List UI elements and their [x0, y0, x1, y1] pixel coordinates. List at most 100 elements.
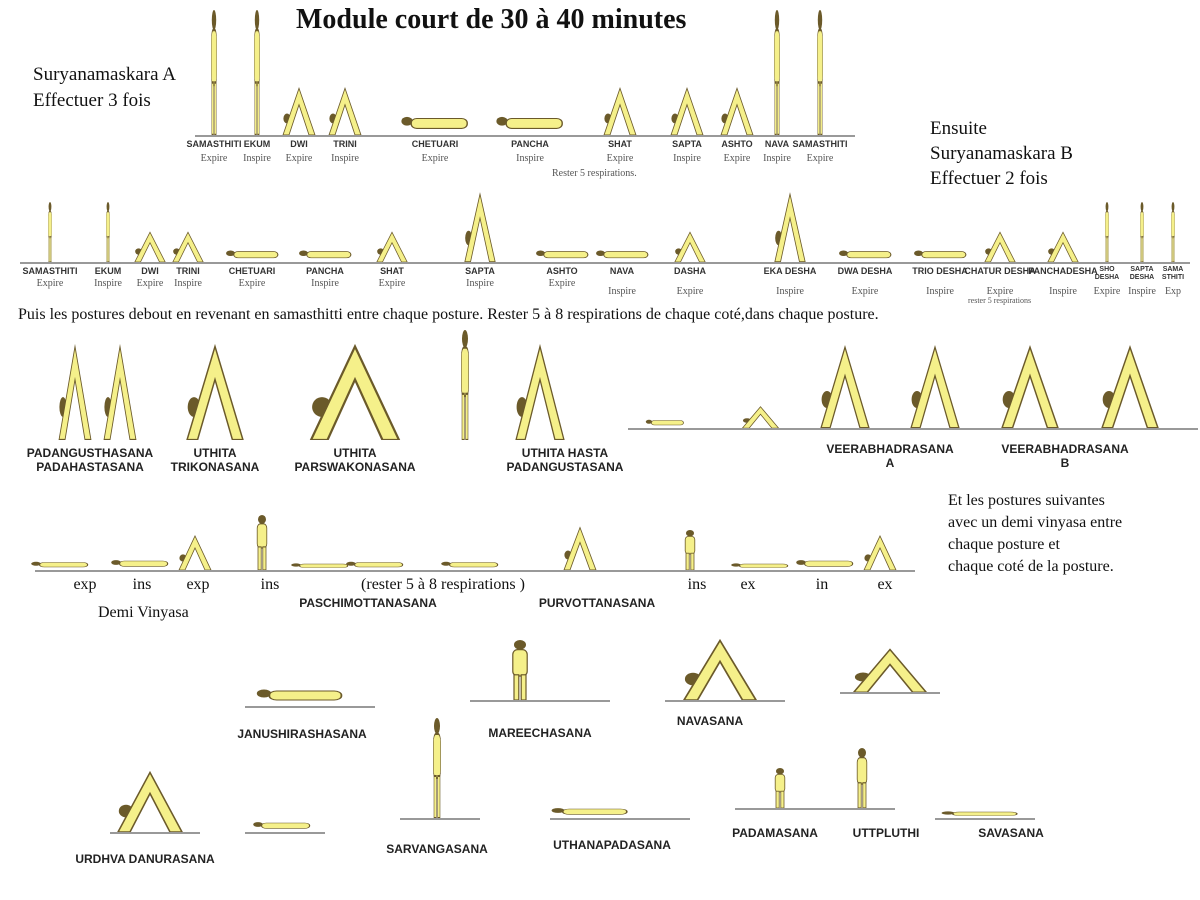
figure-shape — [309, 343, 401, 442]
ground-line — [245, 832, 325, 834]
yoga-figure — [55, 330, 95, 442]
figure-shape — [31, 561, 89, 568]
breath-label: in — [815, 576, 829, 593]
figure-shape — [282, 86, 316, 136]
breath-label: Inspire — [926, 286, 954, 297]
pose-label: UTHITA — [193, 446, 237, 460]
breath-label: ins — [687, 576, 707, 593]
figure-shape — [535, 250, 588, 259]
breath-label: Expire — [606, 153, 634, 164]
figure-shape — [984, 231, 1016, 263]
pose-label: SARVANGASANA — [386, 842, 488, 856]
pose-label: EKUM — [243, 139, 271, 149]
yoga-figure — [671, 227, 709, 263]
breath-label: Expire — [200, 153, 228, 164]
pose-label: SAPTA — [672, 139, 702, 149]
ground-line — [400, 818, 480, 820]
sun-b-heading: Ensuite Suryanamaskara B Effectuer 2 foi… — [930, 116, 1073, 191]
figure-shape — [1171, 202, 1175, 263]
pose-label: UTHANAPADASANA — [553, 838, 671, 852]
yoga-figure — [760, 768, 800, 809]
ground-line — [935, 818, 1035, 820]
figure-shape — [461, 330, 469, 442]
pose-label: MAREECHASANA — [488, 726, 592, 740]
yoga-figure — [1044, 227, 1082, 263]
pose-label: EKUM — [94, 266, 122, 276]
breath-label: Exp — [1164, 286, 1182, 297]
pose-label: VEERABHADRASANA — [1001, 442, 1129, 456]
yoga-figure — [809, 10, 831, 137]
figure-shape — [682, 638, 758, 701]
yoga-figure — [815, 333, 875, 429]
pose-label: NAVA — [609, 266, 635, 276]
yoga-figure — [860, 530, 900, 571]
yoga-figure — [795, 540, 855, 570]
figure-shape — [731, 563, 789, 568]
pose-label: SAMASTHITI — [22, 266, 78, 276]
breath-label: Expire — [548, 278, 576, 289]
yoga-figure — [981, 227, 1019, 263]
pose-label: PADANGUSTHASANA — [26, 446, 154, 460]
figure-shape — [346, 561, 404, 568]
breath-label: Inspire — [1049, 286, 1077, 297]
pose-label: SAVASANA — [978, 826, 1044, 840]
yoga-figure — [730, 550, 790, 570]
yoga-figure — [766, 10, 788, 137]
figure-shape — [433, 718, 441, 819]
figure-shape — [551, 808, 628, 815]
pose-label: CHETUARI — [411, 139, 459, 149]
breath-label: Expire — [806, 153, 834, 164]
ground-line — [835, 808, 895, 810]
figure-shape — [774, 10, 780, 137]
figure-shape — [211, 10, 217, 137]
breath-label: Expire — [723, 153, 751, 164]
seated-intro: Et les postures suivantes avec un demi v… — [948, 490, 1122, 578]
figure-shape — [291, 563, 349, 568]
pose-label: DWI — [290, 139, 308, 149]
breath-label: Inspire — [1128, 286, 1156, 297]
pose-label: UTHITA — [333, 446, 377, 460]
yoga-figure — [110, 540, 170, 570]
breath-label: Inspire — [608, 286, 636, 297]
figure-shape — [684, 530, 696, 571]
breath-label: Expire — [36, 278, 64, 289]
figure-shape — [298, 250, 351, 259]
pose-label: PANCHA — [511, 139, 549, 149]
yoga-figure — [225, 227, 280, 262]
yoga-figure — [279, 80, 319, 136]
yoga-figure — [595, 227, 650, 262]
yoga-figure — [255, 656, 345, 706]
ground-line — [110, 832, 200, 834]
yoga-figure — [675, 630, 765, 701]
figure-shape — [603, 86, 637, 136]
pose-label: NAVASANA — [676, 714, 744, 728]
breath-label: Inspire — [776, 286, 804, 297]
yoga-figure — [203, 10, 225, 137]
figure-shape — [941, 811, 1018, 816]
yoga-figure — [30, 545, 90, 570]
breath-label: ex — [740, 576, 756, 593]
yoga-figure — [913, 227, 968, 262]
pose-label: SHO DESHA — [1094, 266, 1120, 281]
figure-shape — [838, 250, 891, 259]
yoga-figure — [905, 333, 965, 429]
pose-label: PURVOTTANASANA — [538, 596, 656, 610]
yoga-figure — [771, 182, 809, 263]
breath-label: ins — [260, 576, 280, 593]
yoga-figure — [298, 227, 353, 262]
figure-shape — [464, 192, 496, 263]
figure-shape — [1140, 202, 1144, 263]
sun-b-intro: Ensuite — [930, 118, 987, 139]
yoga-figure — [838, 227, 893, 262]
breath-label: Expire — [378, 278, 406, 289]
yoga-figure — [1095, 333, 1165, 429]
yoga-figure — [600, 80, 640, 136]
breath-label: ins — [132, 576, 152, 593]
pose-label: DWI — [141, 266, 159, 276]
pose-label: ASHTO — [546, 266, 578, 276]
pose-label: DWA DESHA — [837, 266, 893, 276]
page-title: Module court de 30 à 40 minutes — [296, 4, 687, 35]
figure-shape — [774, 192, 806, 263]
figure-shape — [441, 561, 499, 568]
pose-label: TRIO DESHA — [912, 266, 968, 276]
